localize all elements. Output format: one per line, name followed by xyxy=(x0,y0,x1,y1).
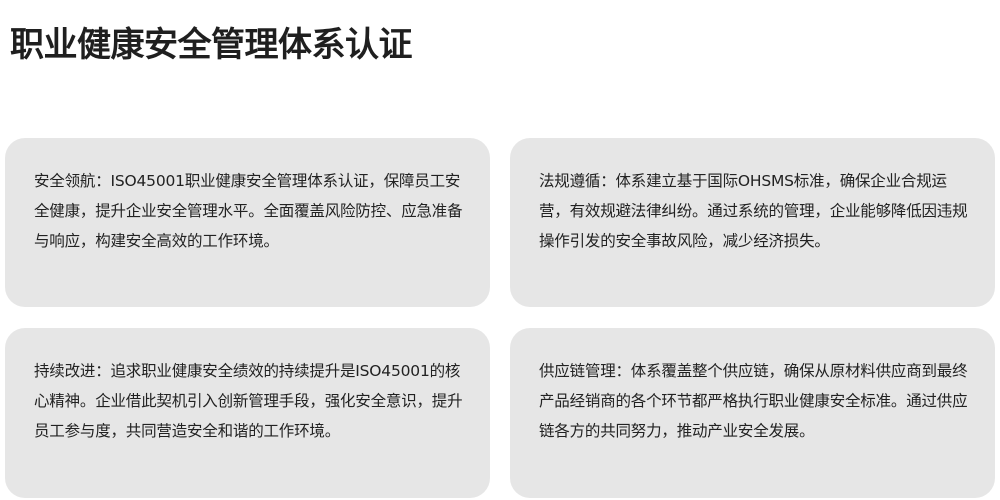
page-title: 职业健康安全管理体系认证 xyxy=(10,25,413,65)
card-continuous-improvement: 持续改进：追求职业健康安全绩效的持续提升是ISO45001的核心精神。企业借此契… xyxy=(5,328,490,498)
card-regulatory-compliance: 法规遵循：体系建立基于国际OHSMS标准，确保企业合规运营，有效规避法律纠纷。通… xyxy=(510,138,995,307)
card-text: 安全领航：ISO45001职业健康安全管理体系认证，保障员工安全健康，提升企业安… xyxy=(34,172,463,250)
card-safety-leadership: 安全领航：ISO45001职业健康安全管理体系认证，保障员工安全健康，提升企业安… xyxy=(5,138,490,307)
card-text: 持续改进：追求职业健康安全绩效的持续提升是ISO45001的核心精神。企业借此契… xyxy=(34,362,463,440)
card-supply-chain-management: 供应链管理：体系覆盖整个供应链，确保从原材料供应商到最终产品经销商的各个环节都严… xyxy=(510,328,995,498)
card-text: 法规遵循：体系建立基于国际OHSMS标准，确保企业合规运营，有效规避法律纠纷。通… xyxy=(539,172,968,250)
card-text: 供应链管理：体系覆盖整个供应链，确保从原材料供应商到最终产品经销商的各个环节都严… xyxy=(539,362,968,440)
